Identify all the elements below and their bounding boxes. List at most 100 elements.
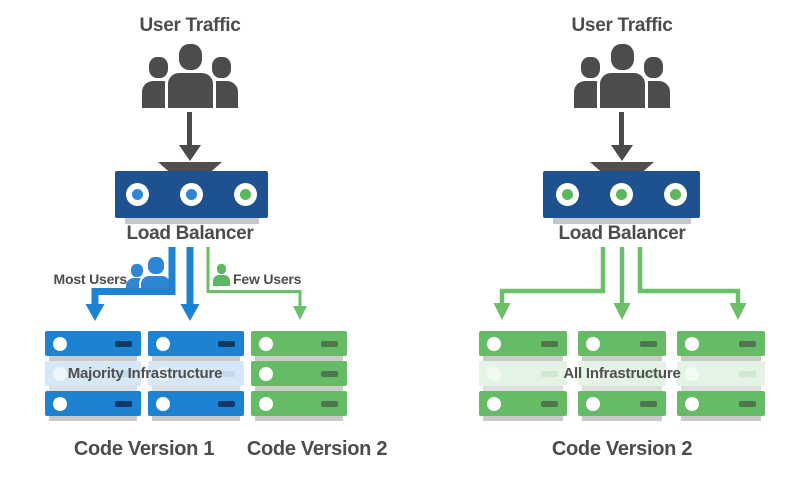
server-led-icon [586,396,600,411]
user-traffic-title: User Traffic [139,15,241,36]
down-arrowhead-icon [611,145,633,161]
server-led-icon [259,396,273,411]
server [479,331,567,361]
balancer-intake-icon [158,162,222,171]
server-led-icon [259,336,273,351]
blue-arrowhead-icon [85,304,105,321]
server-faded [677,361,765,391]
server-dash-icon [541,400,558,407]
server-dash-icon [321,370,338,377]
server-led-icon [156,396,170,411]
server [251,391,347,421]
few-users-label: Few Users [233,271,302,287]
server-dash-icon [218,370,235,377]
balancer-intake-icon [590,162,654,171]
server-led-icon [156,366,170,381]
balancer-shadow [553,218,691,224]
port-status-dot-icon [132,189,143,200]
balancer-port [556,183,579,206]
server-dash-icon [321,400,338,407]
user-traffic-title: User Traffic [571,15,673,36]
person-icon [142,44,238,108]
code-version-2-label: Code Version 2 [551,438,693,460]
server-led-icon [53,396,67,411]
server-led-icon [586,366,600,381]
server-led-icon [259,366,273,381]
balancer-port [126,183,149,206]
balancer-port [234,183,257,206]
server-led-icon [487,396,501,411]
port-status-dot-icon [186,189,197,200]
server-led-icon [156,336,170,351]
balancer-port [610,183,633,206]
server-dash-icon [218,400,235,407]
port-status-dot-icon [240,189,251,200]
load-balancer [115,171,268,218]
server [677,391,765,421]
server-dash-icon [321,340,338,347]
green-arrow-line [499,247,606,304]
server [479,391,567,421]
server-faded [578,361,666,391]
server [148,391,244,421]
most-users-label: Most Users [53,271,128,287]
green-arrow-line [637,247,741,304]
server-dash-icon [739,340,756,347]
users-group-icon [142,44,238,108]
server [45,391,141,421]
server-dash-icon [541,370,558,377]
all-infrastructure-label: All Infrastructure [563,365,681,382]
balancer-port [664,183,687,206]
green-arrowhead-icon [613,303,631,320]
load-balancer-label: Load Balancer [126,223,254,244]
down-arrowhead-icon [179,145,201,161]
load-balancer-label: Load Balancer [558,223,686,244]
down-arrow-icon [187,112,192,145]
server-dash-icon [640,370,657,377]
port-status-dot-icon [616,189,627,200]
green-arrowhead-icon [493,303,511,320]
server [148,331,244,361]
server [677,331,765,361]
server-dash-icon [115,400,132,407]
server-led-icon [685,336,699,351]
port-status-dot-icon [562,189,573,200]
user-icon [213,264,230,286]
server-dash-icon [640,400,657,407]
server-dash-icon [640,340,657,347]
port-status-dot-icon [670,189,681,200]
server-dash-icon [115,340,132,347]
code-version-2-label: Code Version 2 [246,438,388,460]
balancer-shadow [125,218,259,224]
server-led-icon [487,366,501,381]
server-dash-icon [218,340,235,347]
green-arrowhead-icon [729,303,747,320]
server-faded [148,361,244,391]
load-balancer [543,171,700,218]
blue-arrowhead-icon [180,304,200,321]
green-arrowhead-icon [293,306,307,320]
server-dash-icon [541,340,558,347]
server-led-icon [53,336,67,351]
users-pair-icon [126,256,172,292]
server [251,331,347,361]
majority-infrastructure-label: Majority Infrastructure [67,365,223,382]
down-arrow-icon [619,112,624,145]
server-led-icon [53,366,67,381]
server-faded [45,361,141,391]
server-led-icon [685,396,699,411]
server [578,391,666,421]
server-faded [479,361,567,391]
server-dash-icon [115,370,132,377]
server [578,331,666,361]
server-dash-icon [739,400,756,407]
balancer-port [180,183,203,206]
code-version-1-label: Code Version 1 [73,438,215,460]
users-group-icon [574,44,670,108]
server [251,361,347,391]
server-led-icon [586,336,600,351]
server-dash-icon [739,370,756,377]
server-led-icon [487,336,501,351]
server [45,331,141,361]
